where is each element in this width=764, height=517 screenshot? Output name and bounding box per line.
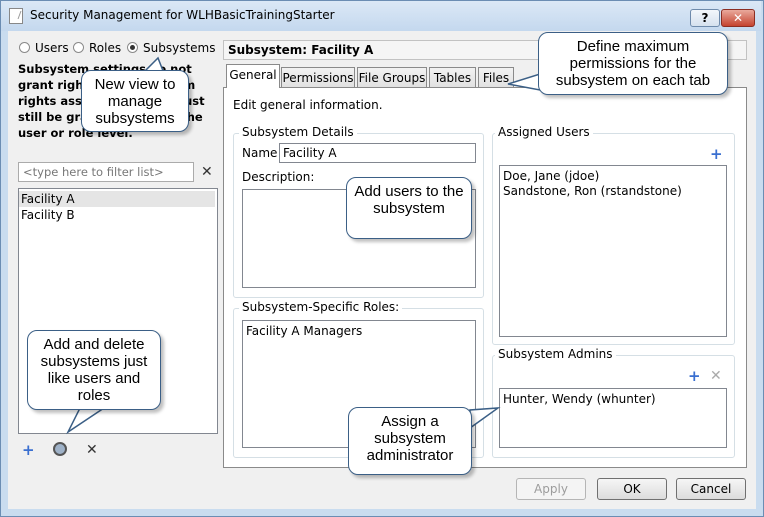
subsystem-admins-title: Subsystem Admins: [495, 347, 616, 361]
roles-radio-label[interactable]: Roles: [89, 41, 122, 55]
add-users-callout: Add users to the subsystem: [346, 177, 472, 239]
subsystem-details-group: [233, 133, 484, 298]
assigned-users-group: [492, 133, 735, 345]
assign-admin-callout: Assign a subsystem administrator: [348, 407, 472, 475]
role-list-item[interactable]: Facility A Managers: [246, 324, 363, 338]
subsystem-roles-title: Subsystem-Specific Roles:: [239, 300, 403, 314]
remove-admin-icon[interactable]: ✕: [710, 368, 722, 384]
define-max-callout-pointer: [507, 72, 541, 91]
close-button[interactable]: ✕: [721, 9, 755, 27]
name-field[interactable]: Facility A: [279, 143, 476, 163]
subsystems-radio[interactable]: [127, 42, 138, 53]
admin-list-item[interactable]: Hunter, Wendy (whunter): [503, 392, 656, 406]
new-view-callout: New view to manage subsystems: [81, 70, 189, 132]
title-bar[interactable]: [1, 1, 761, 31]
subsystem-details-title: Subsystem Details: [239, 125, 357, 139]
roles-radio[interactable]: [73, 42, 84, 53]
users-radio-label[interactable]: Users: [35, 41, 69, 55]
assigned-users-title: Assigned Users: [495, 125, 593, 139]
apply-button[interactable]: Apply: [516, 478, 586, 500]
add-admin-icon[interactable]: +: [688, 367, 701, 385]
tab-file-groups[interactable]: File Groups: [357, 67, 427, 88]
tab-tables[interactable]: Tables: [429, 67, 476, 88]
app-document-icon: [9, 8, 23, 24]
define-max-callout: Define maximum permissions for the subsy…: [538, 32, 728, 95]
clear-filter-icon[interactable]: ✕: [201, 164, 213, 180]
assigned-user-item[interactable]: Doe, Jane (jdoe): [503, 169, 600, 183]
tab-permissions[interactable]: Permissions: [281, 67, 355, 88]
help-button[interactable]: ?: [690, 9, 720, 27]
filter-input[interactable]: <type here to filter list>: [18, 162, 194, 182]
subsystem-list-item-facility-a[interactable]: Facility A: [19, 191, 215, 207]
tab-general[interactable]: General: [226, 64, 280, 88]
cancel-button[interactable]: Cancel: [676, 478, 746, 500]
subsystem-settings-gear-icon[interactable]: [53, 442, 67, 456]
subsystems-radio-label[interactable]: Subsystems: [143, 41, 216, 55]
description-label: Description:: [242, 170, 315, 184]
add-user-icon[interactable]: +: [710, 145, 723, 163]
add-delete-callout: Add and delete subsystems just like user…: [27, 330, 161, 410]
tab-files[interactable]: Files: [478, 67, 514, 88]
add-subsystem-icon[interactable]: +: [22, 441, 35, 459]
users-radio[interactable]: [19, 42, 30, 53]
delete-subsystem-icon[interactable]: ✕: [86, 442, 98, 458]
name-label: Name: [242, 146, 278, 160]
assign-admin-callout-pointer: [469, 407, 501, 430]
add-delete-callout-pointer: [66, 407, 107, 435]
ok-button[interactable]: OK: [597, 478, 667, 500]
assigned-users-list[interactable]: [499, 165, 727, 337]
subsystem-list-item-facility-b[interactable]: Facility B: [21, 208, 75, 222]
general-intro-text: Edit general information.: [233, 98, 383, 112]
assigned-user-item[interactable]: Sandstone, Ron (rstandstone): [503, 184, 682, 198]
subsystem-admins-list[interactable]: [499, 388, 727, 448]
window-title: Security Management for WLHBasicTraining…: [30, 8, 335, 22]
